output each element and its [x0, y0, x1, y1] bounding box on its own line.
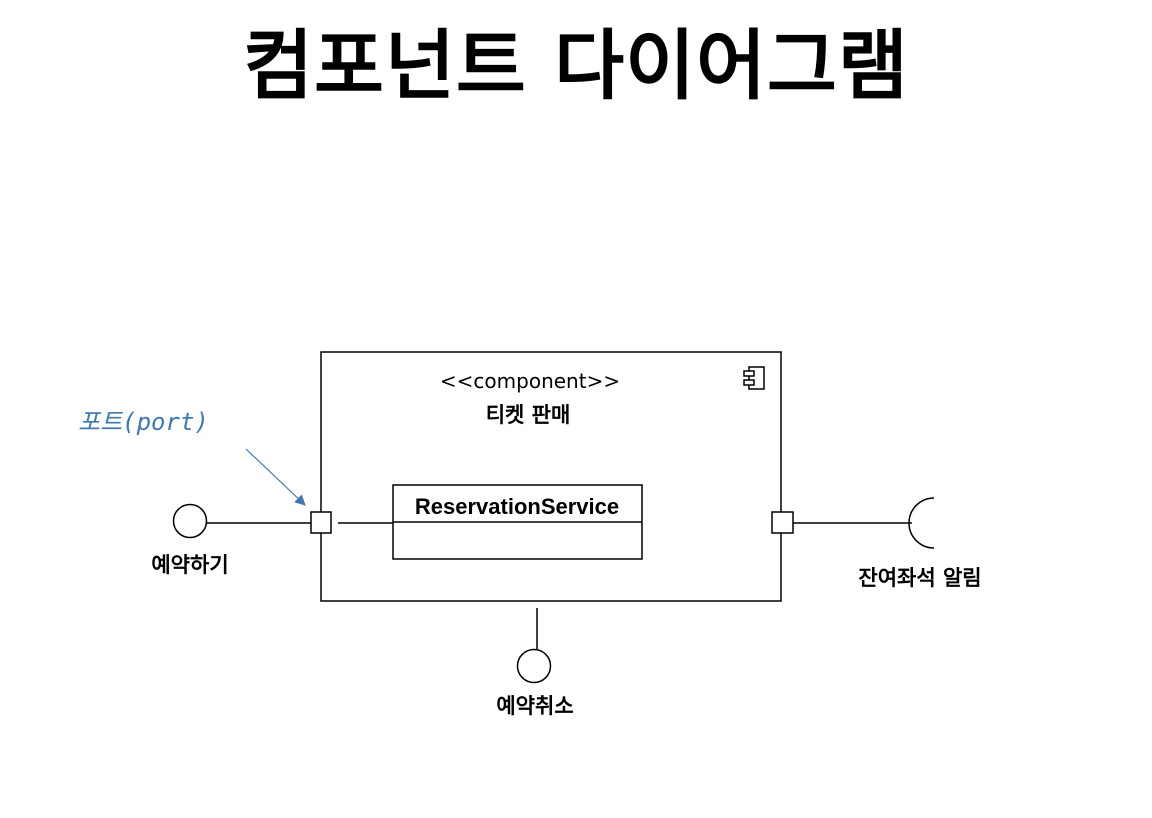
slide-title: 컴포넌트 다이어그램: [243, 21, 909, 110]
component-stereotype: <<component>>: [440, 369, 620, 393]
right-required-interface: [908, 497, 935, 549]
left-provided-interface: [172, 503, 208, 539]
annotation-arrow: [245, 448, 306, 506]
right-port: [771, 511, 794, 534]
left-interface-label: 예약하기: [151, 553, 228, 577]
inner-class-name: ReservationService: [415, 494, 619, 519]
bottom-interface-label: 예약취소: [496, 694, 573, 718]
right-interface-label: 잔여좌석 알림: [858, 566, 981, 590]
inner-class-box: ReservationService: [392, 484, 643, 560]
component-box: [320, 351, 782, 602]
left-port: [310, 511, 332, 534]
component-icon: [743, 366, 765, 390]
component-name: 티켓 판매: [486, 403, 571, 427]
bottom-provided-interface: [516, 648, 552, 684]
port-annotation: 포트(port): [78, 408, 209, 436]
